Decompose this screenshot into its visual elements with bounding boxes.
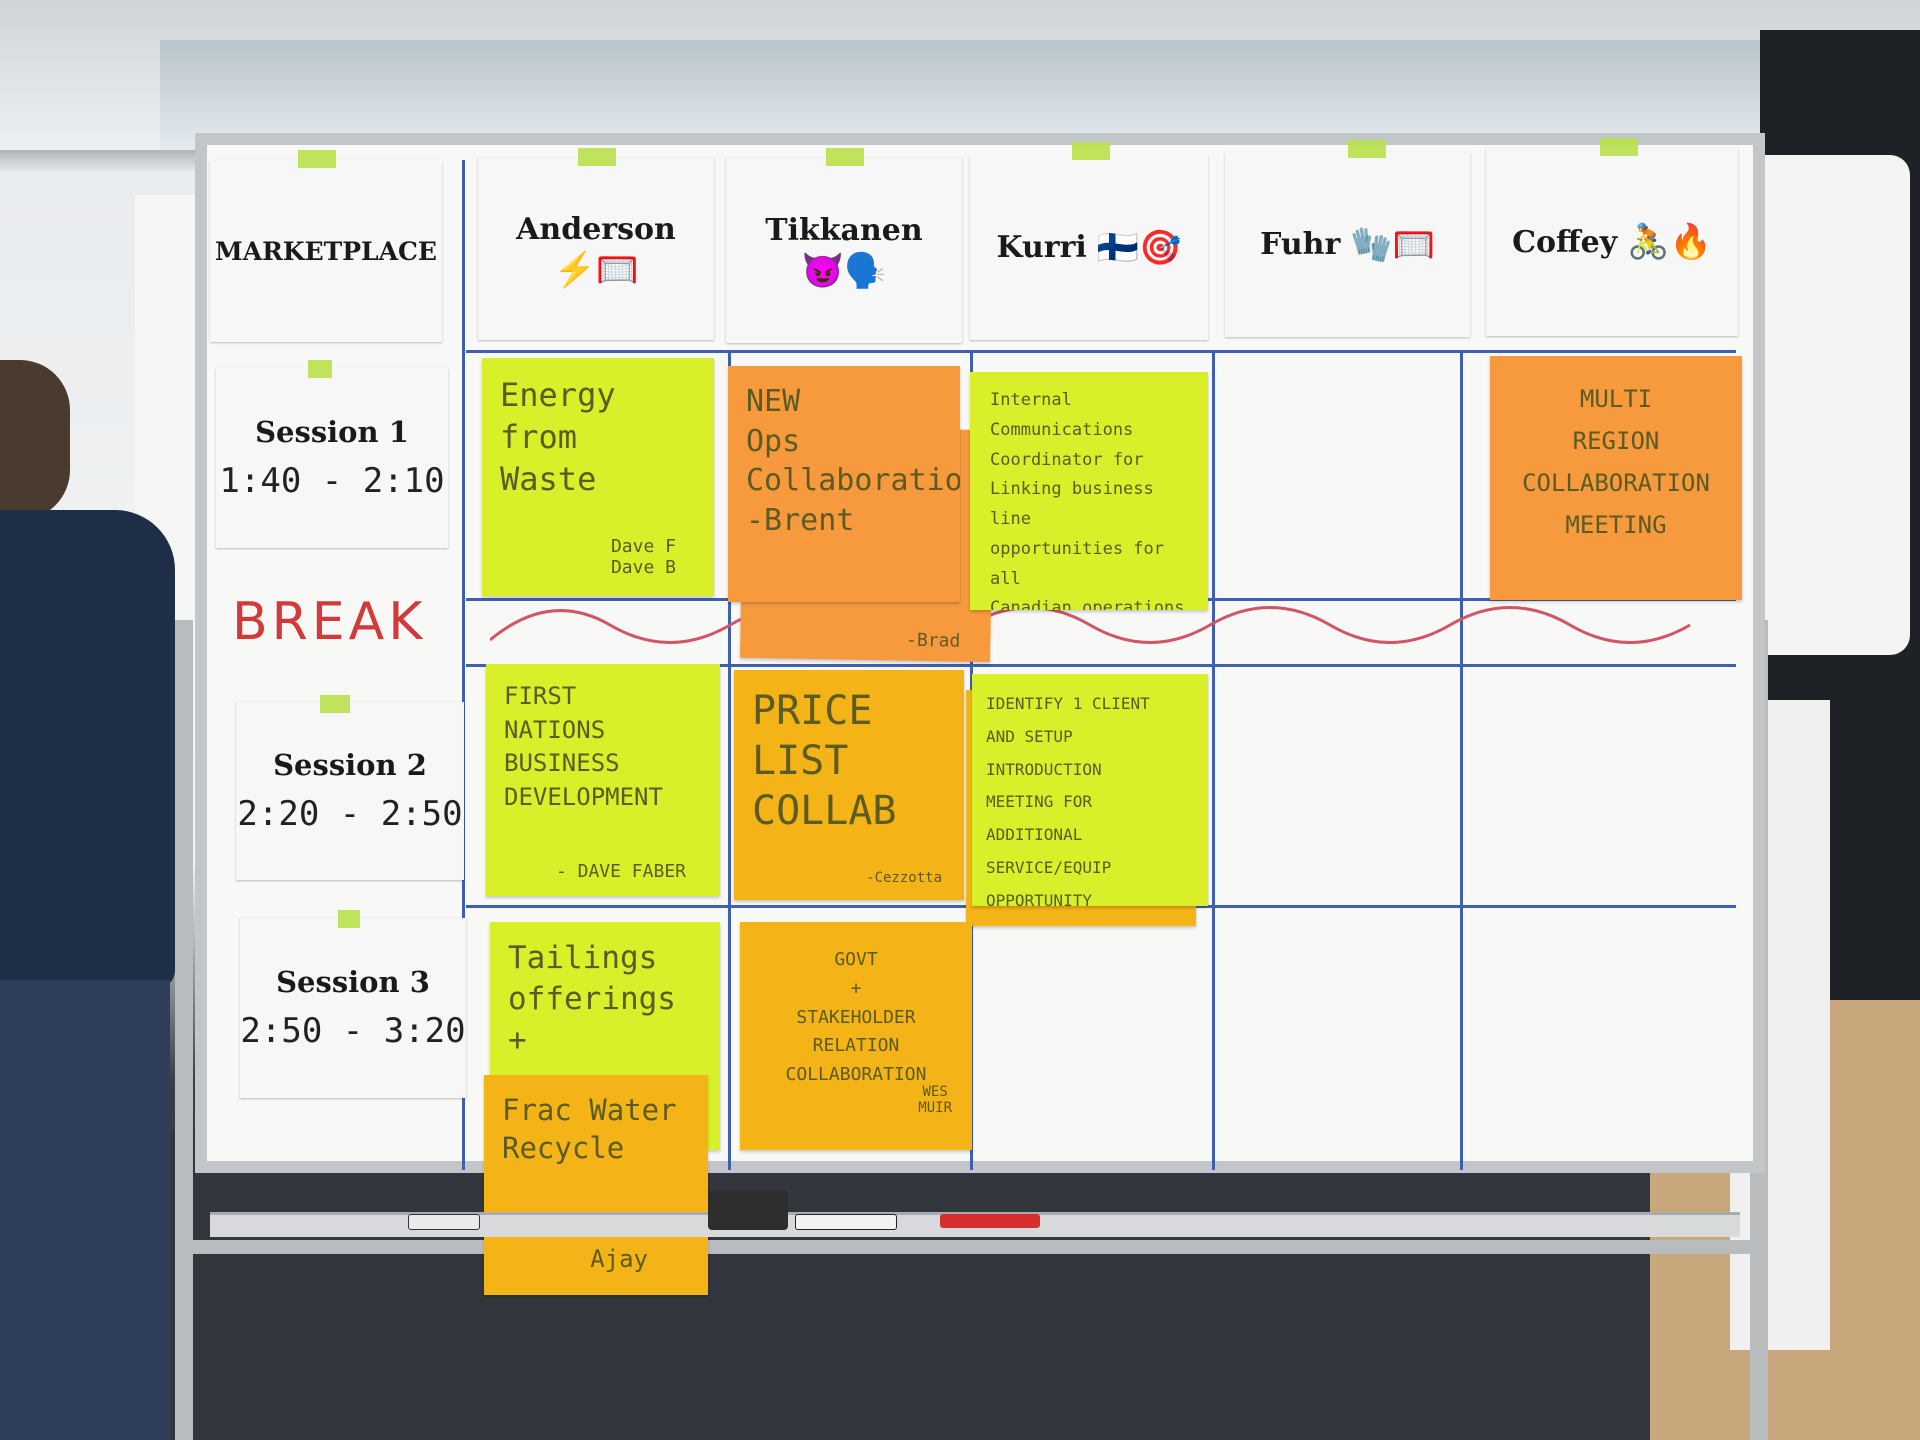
marker-red[interactable] xyxy=(940,1214,1040,1228)
person-standing xyxy=(0,360,180,1440)
break-wave-line xyxy=(490,606,1691,644)
sticky-note: IDENTIFY 1 CLIENT AND SETUP INTRODUCTION… xyxy=(972,674,1208,906)
sticky-signature: -Brad xyxy=(905,629,961,652)
glove-goal-icons: 🧤🥅 xyxy=(1350,225,1435,264)
fuhr-header-row: Fuhr 🧤🥅 xyxy=(1260,227,1435,262)
sticky-note: Frac Water Recycle Ajay xyxy=(484,1075,708,1295)
stand-crossbar xyxy=(190,1240,1750,1254)
sticky-signature: Dave F Dave B xyxy=(610,536,676,578)
column-name: Fuhr xyxy=(1260,227,1341,262)
sticky-text: PRICE LIST COLLAB xyxy=(752,688,897,834)
session-title: Session 2 xyxy=(273,748,427,782)
grid-line-horizontal xyxy=(466,350,1736,353)
header-column-kurri: Kurri 🇫🇮🎯 xyxy=(970,155,1208,340)
grid-line-horizontal xyxy=(466,664,1736,667)
sticky-signature: -Cezzotta xyxy=(866,870,942,886)
break-label: BREAK xyxy=(232,592,427,652)
grid-line-vertical xyxy=(1212,350,1215,1170)
flip-chart-right xyxy=(1740,155,1910,655)
header-column-tikkanen: Tikkanen 😈🗣️ xyxy=(726,158,962,343)
marker-black[interactable] xyxy=(795,1214,897,1230)
grid-line-vertical xyxy=(462,160,465,1170)
board-eraser[interactable] xyxy=(708,1190,788,1230)
session-title: Session 3 xyxy=(276,965,430,999)
header-column-anderson: Anderson ⚡🥅 xyxy=(478,158,714,340)
header-column-coffey: Coffey 🚴🔥 xyxy=(1486,148,1738,336)
session-3-card: Session 3 2:50 - 3:20 xyxy=(240,918,466,1098)
devil-speaking-icons: 😈🗣️ xyxy=(801,252,887,290)
tape xyxy=(1072,142,1110,160)
tape xyxy=(826,148,864,166)
stand-leg-left xyxy=(175,620,193,1440)
sticky-note: GOVT + STAKEHOLDER RELATION COLLABORATIO… xyxy=(740,922,972,1150)
background-windows xyxy=(160,40,1780,150)
tape xyxy=(320,695,350,713)
sticky-text: Frac Water Recycle xyxy=(502,1093,677,1166)
session-2-card: Session 2 2:20 - 2:50 xyxy=(236,702,464,880)
session-title: Session 1 xyxy=(255,415,409,449)
sticky-note: Internal Communications Coordinator for … xyxy=(970,372,1208,610)
finland-flag-target-icons: 🇫🇮🎯 xyxy=(1096,228,1182,267)
column-name: Coffey xyxy=(1512,224,1618,260)
column-name: Kurri xyxy=(996,230,1087,265)
sticky-text: Internal Communications Coordinator for … xyxy=(990,390,1185,610)
sticky-note: FIRST NATIONS BUSINESS DEVELOPMENT - DAV… xyxy=(486,664,720,896)
kurri-header-row: Kurri 🇫🇮🎯 xyxy=(997,230,1182,265)
sticky-text: GOVT + STAKEHOLDER RELATION COLLABORATIO… xyxy=(785,949,927,1086)
header-marketplace: MARKETPLACE xyxy=(210,160,442,342)
person-torso xyxy=(0,510,175,990)
sticky-signature: Ajay xyxy=(590,1245,648,1273)
session-time: 2:50 - 3:20 xyxy=(240,1011,466,1051)
lightning-goal-icons: ⚡🥅 xyxy=(553,250,639,289)
sticky-text: Energy from Waste xyxy=(500,376,616,499)
tape xyxy=(578,148,616,166)
marketplace-title: MARKETPLACE xyxy=(215,236,437,266)
session-time: 2:20 - 2:50 xyxy=(237,794,463,834)
session-1-card: Session 1 1:40 - 2:10 xyxy=(216,368,448,548)
grid-line-vertical xyxy=(728,350,731,1170)
cyclist-fire-icons: 🚴🔥 xyxy=(1627,223,1712,261)
person-head xyxy=(0,360,70,520)
column-name: Tikkanen xyxy=(765,213,923,248)
column-name: Anderson xyxy=(516,211,676,247)
tape xyxy=(1348,140,1386,158)
sticky-note: MULTI REGION COLLABORATION MEETING xyxy=(1490,356,1742,600)
tape xyxy=(338,910,360,928)
sticky-note: Energy from Waste Dave F Dave B xyxy=(482,358,714,596)
sticky-signature: - DAVE FABER xyxy=(555,861,686,882)
tape xyxy=(298,150,336,168)
sticky-text: FIRST NATIONS BUSINESS DEVELOPMENT xyxy=(504,682,663,811)
coffey-header-row: Coffey 🚴🔥 xyxy=(1512,225,1712,260)
sticky-note: NEW Ops Collaborations -Brent xyxy=(728,366,960,602)
person-legs xyxy=(0,980,170,1440)
sticky-text: Tailings offerings + xyxy=(508,940,676,1058)
grid-line-vertical xyxy=(1460,350,1463,1170)
sticky-signature: WES MUIR xyxy=(918,1084,952,1116)
tape xyxy=(1600,138,1638,156)
tape xyxy=(308,360,332,378)
sticky-note: PRICE LIST COLLAB -Cezzotta xyxy=(734,670,964,900)
session-time: 1:40 - 2:10 xyxy=(219,461,445,501)
sticky-text: MULTI REGION COLLABORATION MEETING xyxy=(1522,385,1710,539)
sticky-text: IDENTIFY 1 CLIENT AND SETUP INTRODUCTION… xyxy=(986,694,1150,906)
marker-black[interactable] xyxy=(408,1214,480,1230)
floor xyxy=(0,1130,1920,1440)
header-column-fuhr: Fuhr 🧤🥅 xyxy=(1225,152,1470,337)
sticky-text: NEW Ops Collaborations -Brent xyxy=(746,384,960,538)
